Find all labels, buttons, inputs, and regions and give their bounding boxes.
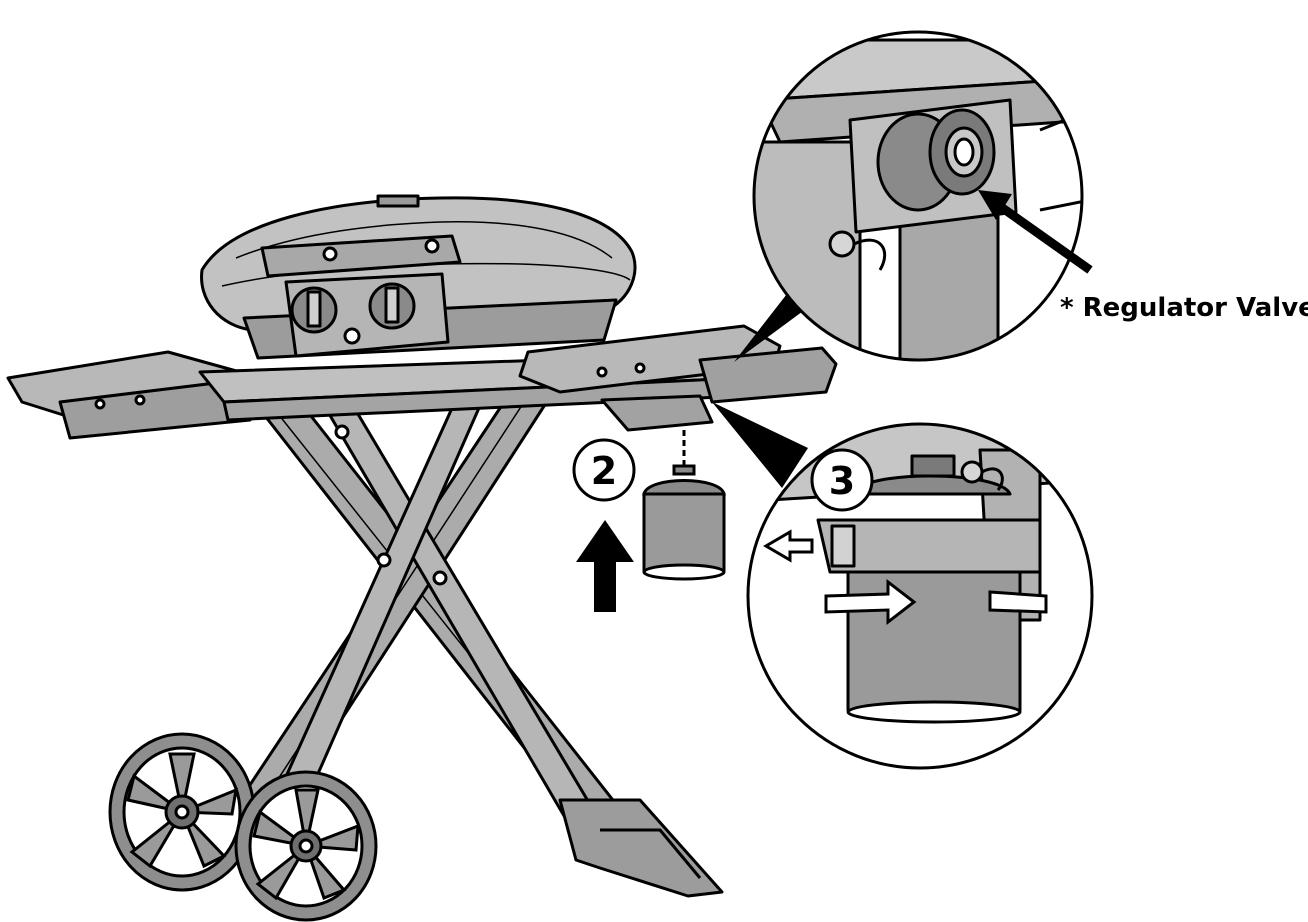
step-three-badge: 3 [810,448,874,512]
regulator-valve-label: * Regulator Valve [1060,293,1308,323]
canister-detail-view: 3 [746,422,1094,770]
arrow-pointer-icon [978,190,1012,220]
step-two-badge: 2 [572,438,636,502]
grill-stand [230,384,724,898]
step-two-number: 2 [591,449,617,493]
arrow-left-icon [763,529,814,563]
rotate-arrow-tail [988,590,1048,614]
grill-body [200,194,714,432]
rotate-arrow-icon [824,578,917,626]
regulator-detail-view [752,30,1093,362]
regulator-valve [876,108,996,212]
step-three-number: 3 [829,459,855,503]
stand-foot [558,798,724,898]
gas-canister [642,430,726,581]
control-knob-left [290,286,338,334]
callout-pointer-bottom [712,402,808,488]
grill-frame [6,324,838,440]
lid-handle [260,234,462,278]
control-knob-right [368,282,416,330]
arrow-up-icon [576,520,634,612]
wheel-right [234,770,378,922]
canister-lock-ring [816,518,1042,574]
wheel-left [108,732,256,892]
